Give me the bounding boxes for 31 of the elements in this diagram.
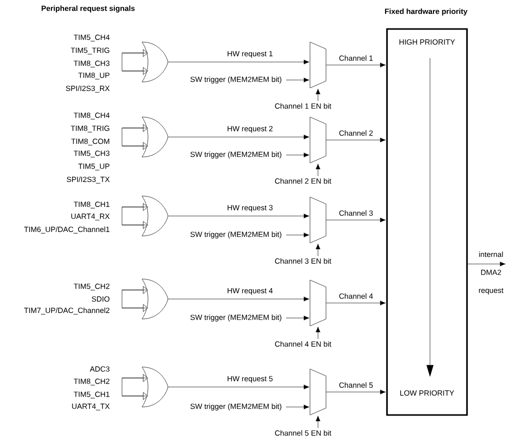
arrow: [316, 416, 320, 428]
arrow: [316, 326, 320, 340]
arrow: [316, 164, 320, 176]
arrow: [168, 296, 310, 302]
arrow: [326, 62, 386, 68]
multiplexer: [310, 280, 326, 326]
multiplexer: [310, 196, 326, 244]
arrow: [316, 88, 320, 102]
multiplexer: [310, 368, 326, 416]
arrow: [168, 134, 310, 140]
arrow: [316, 244, 320, 256]
arrow: [168, 384, 310, 390]
arrow: [168, 214, 310, 218]
arrow: [286, 152, 310, 158]
arrow: [286, 78, 310, 82]
arrow: [168, 60, 310, 64]
or-gate: [142, 366, 168, 408]
arrow: [286, 404, 310, 410]
arrow: [326, 138, 386, 142]
arrow: [468, 262, 506, 266]
arrow: [286, 232, 310, 238]
arrow: [286, 316, 310, 320]
multiplexer: [310, 42, 326, 88]
arrow: [326, 390, 386, 394]
or-gate: [142, 196, 168, 236]
multiplexer: [310, 116, 326, 164]
or-gate: [142, 116, 168, 158]
or-gate: [142, 42, 168, 82]
or-gate: [142, 278, 168, 320]
arrow: [326, 218, 386, 222]
arrow: [326, 300, 386, 306]
